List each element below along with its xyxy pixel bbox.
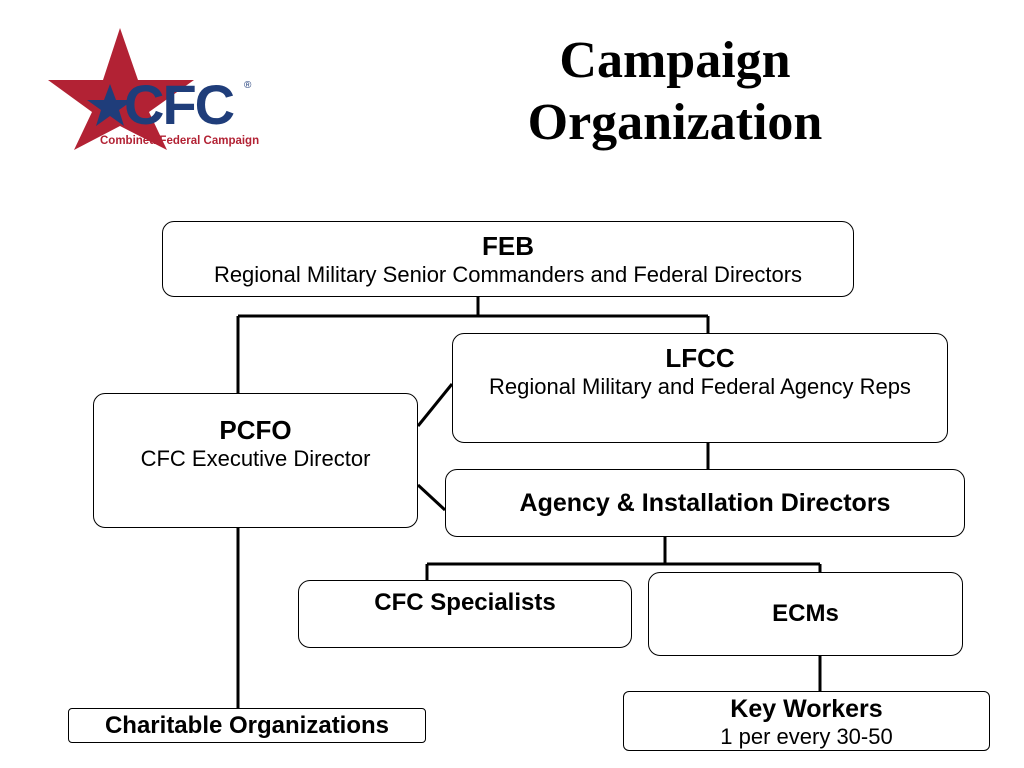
- key-workers-subtitle: 1 per every 30-50: [720, 724, 893, 749]
- charitable-organizations-box: Charitable Organizations: [68, 708, 426, 743]
- ecms-label: ECMs: [772, 600, 839, 627]
- logo-tagline: Combined Federal Campaign: [100, 135, 259, 147]
- key-workers-box: Key Workers 1 per every 30-50: [623, 691, 990, 751]
- title-line-1: Campaign: [559, 32, 791, 89]
- page-title: Campaign Organization: [470, 30, 880, 154]
- title-line-2: Organization: [527, 94, 823, 151]
- connector-pcfo-lfcc: [416, 383, 454, 427]
- logo-star-icon: [48, 28, 194, 150]
- logo-registered-mark: ®: [244, 80, 252, 91]
- agency-directors-label: Agency & Installation Directors: [519, 489, 891, 517]
- feb-subtitle: Regional Military Senior Commanders and …: [213, 262, 803, 287]
- pcfo-box: PCFO CFC Executive Director: [93, 393, 418, 528]
- cfc-specialists-label: CFC Specialists: [374, 589, 556, 616]
- pcfo-subtitle: CFC Executive Director: [140, 446, 371, 471]
- ecms-box: ECMs: [648, 572, 963, 656]
- agency-directors-box: Agency & Installation Directors: [445, 469, 965, 537]
- logo-small-star-icon: [87, 84, 133, 126]
- cfc-logo: CFC ® Combined Federal Campaign: [48, 28, 259, 150]
- charitable-organizations-label: Charitable Organizations: [104, 711, 390, 739]
- feb-box: FEB Regional Military Senior Commanders …: [162, 221, 854, 297]
- logo-wordmark: CFC: [124, 73, 234, 136]
- feb-title: FEB: [482, 231, 534, 261]
- lfcc-title: LFCC: [665, 343, 735, 373]
- lfcc-box: LFCC Regional Military and Federal Agenc…: [452, 333, 948, 443]
- cfc-specialists-box: CFC Specialists: [298, 580, 632, 648]
- lfcc-subtitle: Regional Military and Federal Agency Rep…: [489, 374, 911, 399]
- pcfo-title: PCFO: [219, 415, 292, 445]
- connector-pcfo-agency: [416, 483, 447, 512]
- key-workers-title: Key Workers: [730, 695, 883, 723]
